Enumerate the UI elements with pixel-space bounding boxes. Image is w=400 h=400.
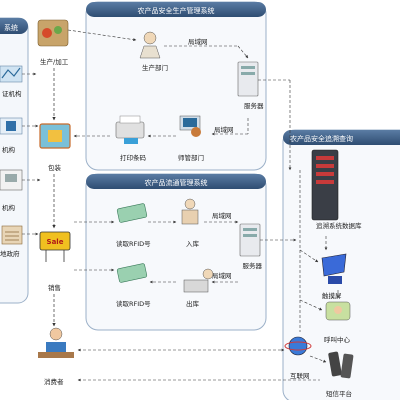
consumer-node: 消费者 bbox=[38, 327, 74, 386]
production-lan-top: 局域网 bbox=[188, 37, 208, 46]
circulation-server-node: 服务器 bbox=[239, 223, 263, 270]
stock-out-node: 出库 bbox=[183, 268, 214, 308]
touch-label: 触摸屏 bbox=[322, 291, 342, 300]
trace-db-label: 追溯系统数据库 bbox=[316, 221, 362, 230]
panel-production-title: 农产品安全生产管理系统 bbox=[138, 6, 215, 15]
left-item-1: 证机构 bbox=[0, 65, 23, 98]
production-server-node: 服务器 bbox=[237, 61, 264, 110]
package-label: 包装 bbox=[48, 163, 62, 172]
circulation-server-label: 服务器 bbox=[243, 261, 263, 270]
panel-left: 系统 bbox=[0, 17, 29, 304]
supervisor-node: 师管部门 bbox=[178, 115, 204, 162]
panel-left-title: 系统 bbox=[4, 23, 18, 32]
production-server-label: 服务器 bbox=[244, 101, 264, 110]
left-item-3-label: 机构 bbox=[2, 203, 16, 212]
rfid-in-label: 读取RFID号 bbox=[116, 239, 151, 248]
package-node: 包装 bbox=[39, 123, 71, 172]
circulation-lan-out: 局域网 bbox=[212, 271, 232, 280]
print-node: 打印条码 bbox=[115, 115, 147, 162]
left-item-2-label: 机构 bbox=[2, 145, 16, 154]
consumer-label: 消费者 bbox=[44, 377, 64, 386]
stock-in-node: 入库 bbox=[181, 198, 200, 248]
rfid-out-node: 读取RFID号 bbox=[116, 263, 151, 308]
internet-label: 互联网 bbox=[290, 371, 310, 380]
sms-label: 短信平台 bbox=[326, 389, 352, 398]
circulation-lan-in: 局域网 bbox=[212, 211, 232, 220]
panel-traceability-title: 农产品安全追溯查询 bbox=[290, 134, 353, 143]
rfid-in-node: 读取RFID号 bbox=[116, 203, 151, 248]
left-item-4-label: 地政府 bbox=[0, 249, 20, 258]
left-item-4: 地政府 bbox=[0, 225, 23, 258]
stock-in-label: 入库 bbox=[186, 239, 200, 248]
stock-out-label: 出库 bbox=[186, 299, 200, 308]
supervisor-label: 师管部门 bbox=[178, 153, 204, 162]
production-lan-bottom: 局域网 bbox=[214, 125, 234, 134]
produce-label: 生产/加工 bbox=[40, 57, 69, 66]
production-dept-label: 生产部门 bbox=[142, 63, 168, 72]
call-center-label: 呼叫中心 bbox=[324, 335, 351, 344]
produce-node: 生产/加工 bbox=[37, 19, 69, 66]
production-dept-node: 生产部门 bbox=[139, 31, 168, 72]
sales-node: Sale 销售 bbox=[39, 231, 71, 292]
trace-db-node: 追溯系统数据库 bbox=[311, 149, 362, 230]
panel-circulation-title: 农产品流通管理系统 bbox=[145, 178, 208, 187]
sale-sign-text: Sale bbox=[47, 238, 64, 246]
panel-circulation: 农产品流通管理系统 bbox=[85, 173, 267, 331]
rfid-out-label: 读取RFID号 bbox=[116, 299, 151, 308]
sms-node: 短信平台 bbox=[326, 351, 354, 398]
print-label: 打印条码 bbox=[120, 153, 147, 162]
sales-label: 销售 bbox=[48, 283, 61, 292]
left-item-1-label: 证机构 bbox=[2, 89, 22, 98]
touch-node: 触摸屏 bbox=[321, 253, 347, 300]
internet-node: 互联网 bbox=[284, 336, 312, 380]
call-center-node: 呼叫中心 bbox=[324, 301, 351, 344]
